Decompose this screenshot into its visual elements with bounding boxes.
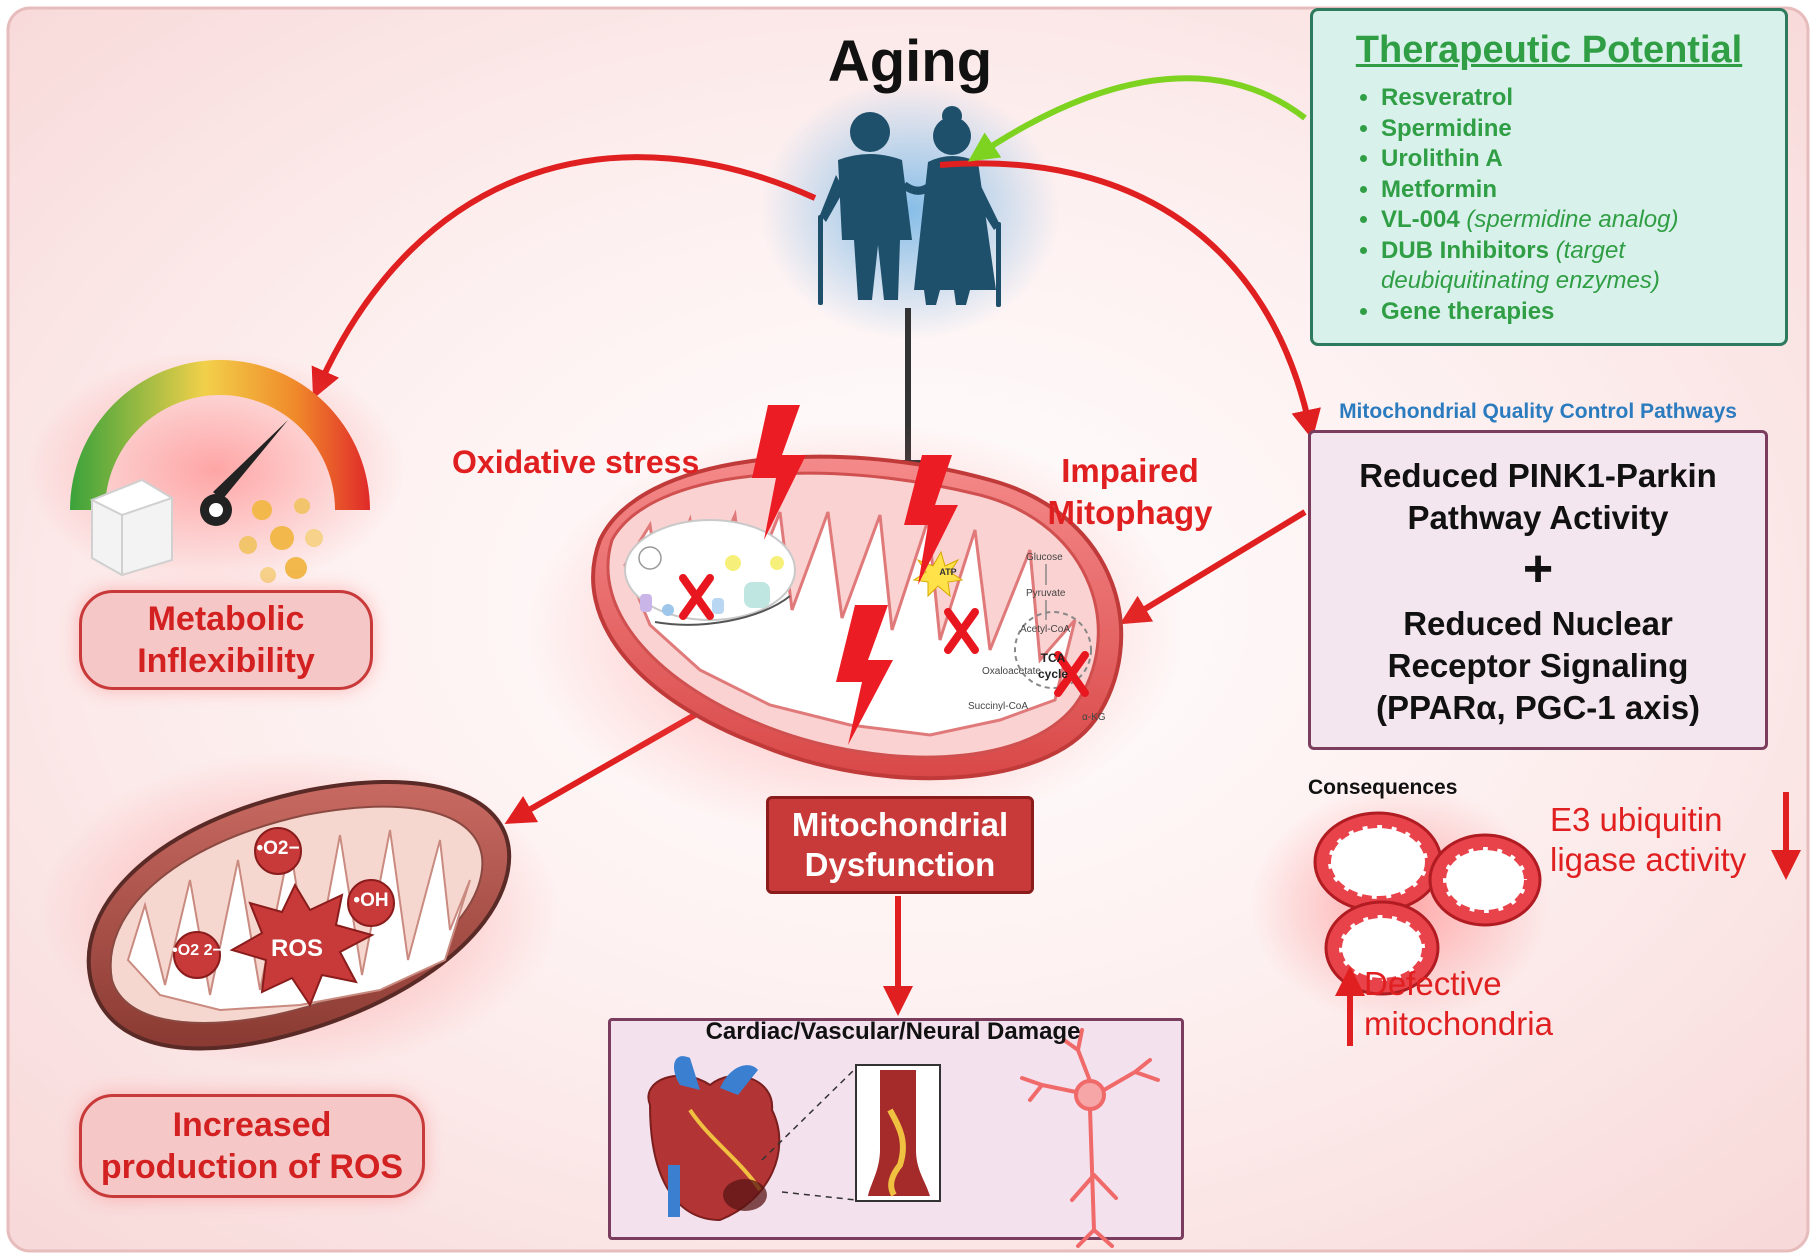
metabolic-inflexibility-label: Metabolic Inflexibility	[79, 590, 373, 690]
therapy-item: DUB Inhibitors (target deubiquitinating …	[1381, 236, 1751, 297]
impaired-mitophagy-label: Impaired Mitophagy	[1047, 452, 1213, 531]
hydroxyl-label: •OH	[353, 890, 389, 911]
e3-ligase-label: E3 ubiquitin ligase activity	[1550, 801, 1747, 878]
therapy-item: VL-004 (spermidine analog)	[1381, 205, 1751, 236]
aging-title: Aging	[827, 29, 993, 94]
akg-label: α-KG	[1082, 712, 1106, 723]
arrow-therapy-to-aging	[968, 75, 1307, 162]
defective-mitochondria-label: Defective mitochondria	[1364, 965, 1553, 1042]
arrow-aging-to-metabolic	[311, 154, 817, 399]
therapy-note: (target deubiquitinating enzymes)	[1381, 236, 1660, 295]
succinyl-coa-label: Succinyl-CoA	[968, 701, 1029, 712]
hydroxyl-radical-icon	[347, 879, 395, 927]
arrow-aging-to-mqc	[939, 160, 1321, 440]
ros-center-label: ROS	[270, 935, 323, 962]
mqc-line: Reduced Nuclear	[1403, 605, 1673, 642]
acetyl-coa-label: Acetyl-CoA	[1020, 624, 1071, 635]
therapy-item: Urolithin A	[1381, 144, 1751, 175]
therapy-note: (spermidine analog)	[1466, 206, 1679, 233]
defective-mitochondria-cluster-icon	[1250, 785, 1550, 1025]
lightning-bolt-icon	[836, 605, 893, 745]
peroxide-radical-icon	[173, 931, 221, 979]
plus-icon: +	[1522, 540, 1554, 598]
blocked-x-icon	[944, 608, 979, 654]
mqc-line: Receptor Signaling	[1387, 647, 1689, 684]
peroxide-label: •O2 2−	[172, 942, 222, 959]
atp-label: ATP	[939, 567, 957, 577]
ros-burst-icon	[229, 882, 375, 1008]
blocked-x-icon	[679, 574, 714, 620]
therapy-item: Spermidine	[1381, 114, 1751, 145]
consequences-title: Consequences	[1308, 776, 1458, 799]
therapy-item: Gene therapies	[1381, 297, 1751, 328]
superoxide-radical-icon	[254, 827, 302, 875]
glucose-label: Glucose	[1026, 552, 1063, 563]
therapeutic-list: Resveratrol Spermidine Urolithin A Metfo…	[1353, 83, 1751, 327]
mqc-line: Pathway Activity	[1407, 499, 1669, 536]
therapeutic-panel: Therapeutic Potential Resveratrol Spermi…	[1310, 8, 1788, 346]
blocked-x-icon	[1054, 651, 1089, 697]
mqc-caption: Mitochondrial Quality Control Pathways	[1339, 400, 1737, 423]
mqc-panel: Reduced PINK1-Parkin Pathway Activity + …	[1308, 430, 1768, 750]
therapy-item: Metformin	[1381, 175, 1751, 206]
lightning-bolt-icon	[904, 455, 958, 585]
lightning-bolt-icon	[752, 405, 806, 540]
increased-ros-label: Increased production of ROS	[79, 1094, 425, 1198]
heart-icon	[647, 1056, 781, 1222]
neuron-icon	[1020, 1028, 1160, 1248]
mqc-line: Reduced PINK1-Parkin	[1359, 457, 1717, 494]
superoxide-label: •O2−	[256, 838, 300, 859]
therapeutic-title: Therapeutic Potential	[1355, 29, 1743, 71]
therapy-item: Resveratrol	[1381, 83, 1751, 114]
metabolic-gauge-icon	[25, 350, 405, 590]
pyruvate-label: Pyruvate	[1026, 588, 1066, 599]
oxidative-stress-label: Oxidative stress	[452, 444, 700, 480]
mitochondrial-dysfunction-label: Mitochondrial Dysfunction	[766, 796, 1034, 894]
oxaloacetate-label: Oxaloacetate	[982, 666, 1041, 677]
mqc-line: (PPARα, PGC-1 axis)	[1375, 689, 1701, 726]
tca-cycle-label: TCA cycle	[1037, 651, 1069, 681]
elderly-couple-icon	[818, 106, 1001, 307]
zoom-line	[781, 1191, 857, 1201]
damage-title: Cardiac/Vascular/Neural Damage	[705, 1018, 1081, 1045]
